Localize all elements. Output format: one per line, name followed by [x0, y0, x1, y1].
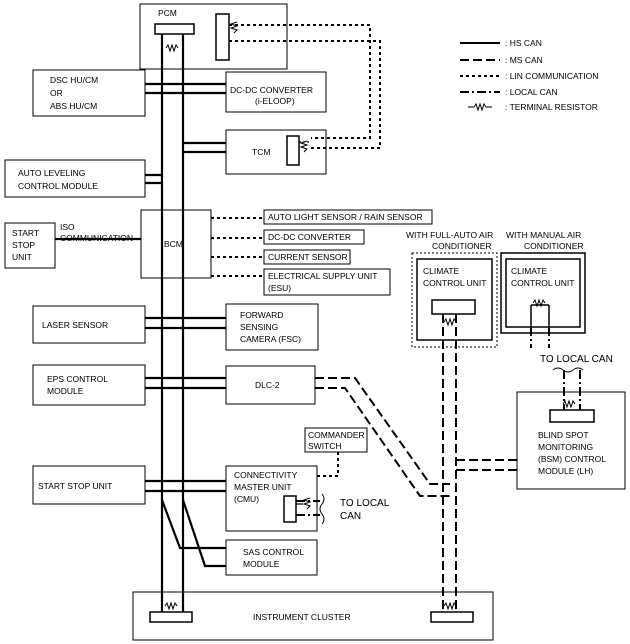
- instrument-cluster-label: INSTRUMENT CLUSTER: [253, 612, 351, 622]
- bsm-label-2: MONITORING: [538, 442, 593, 452]
- terminal-resistors: [164, 21, 576, 611]
- climate-manual-label-1: CLIMATE: [511, 266, 548, 276]
- auto-leveling-label-1: AUTO LEVELING: [18, 168, 85, 178]
- current-sensor-label: CURRENT SENSOR: [268, 252, 348, 262]
- bcm-box: [140, 209, 212, 279]
- to-local-can-bsm: TO LOCAL CAN: [540, 354, 613, 365]
- dcdc-ieloop-label-2: (i-ELOOP): [255, 96, 295, 106]
- tcm-label: TCM: [252, 147, 270, 157]
- start-stop-left-box: [4, 222, 56, 269]
- legend-ms-can: : MS CAN: [505, 55, 543, 65]
- bcm-label: BCM: [164, 239, 183, 249]
- legend-terminal-resistor: : TERMINAL RESISTOR: [505, 102, 598, 112]
- bsm-connector: [549, 409, 595, 423]
- iso-label-1: ISO: [60, 222, 75, 232]
- legend-resistor-icon: [468, 102, 492, 112]
- tcm-connector: [286, 135, 300, 166]
- hs-bus-taps: [55, 82, 226, 568]
- cmu-label-1: CONNECTIVITY: [234, 470, 298, 480]
- cluster-connector-right: [430, 611, 474, 623]
- to-local-can-cmu-2: CAN: [340, 511, 361, 522]
- legend: [460, 42, 500, 112]
- esu-label-1: ELECTRICAL SUPPLY UNIT: [268, 271, 377, 281]
- manual-outline: [500, 252, 586, 334]
- manual-header-2: CONDITIONER: [524, 241, 584, 251]
- commander-box: [304, 427, 368, 453]
- eps-label-2: MODULE: [47, 386, 84, 396]
- pcm-box: [139, 3, 288, 70]
- climate-full-connector: [431, 299, 476, 315]
- eps-label-1: EPS CONTROL: [47, 374, 108, 384]
- fsc-label-1: FORWARD: [240, 310, 283, 320]
- esu-box: [263, 268, 391, 296]
- start-stop-unit-label: START STOP UNIT: [38, 481, 112, 491]
- iso-label-2: COMMUNICATION: [60, 233, 133, 243]
- legend-local-can: : LOCAL CAN: [505, 87, 558, 97]
- climate-manual-box: [505, 258, 581, 328]
- commander-label-2: SWITCH: [308, 441, 342, 451]
- wavy-bsm: [552, 367, 584, 373]
- sas-box: [225, 539, 318, 576]
- auto-leveling-label-2: CONTROL MODULE: [18, 181, 98, 191]
- dcdc-label: DC-DC CONVERTER: [268, 232, 351, 242]
- labels: PCM DSC HU/CM OR ABS HU/CM DC-DC CONVERT…: [12, 8, 613, 622]
- dlc-box: [225, 365, 316, 405]
- legend-hs-can: : HS CAN: [505, 38, 542, 48]
- lin-lines: [211, 24, 381, 477]
- local-can-lines: [296, 327, 581, 516]
- fsc-label-2: SENSING: [240, 322, 278, 332]
- dcdc-box: [263, 229, 365, 245]
- start-stop-left-label-1: START: [12, 228, 39, 238]
- bsm-label-4: MODULE (LH): [538, 466, 593, 476]
- bsm-label-1: BLIND SPOT: [538, 430, 589, 440]
- wavy-cmu: [319, 493, 325, 525]
- laser-label: LASER SENSOR: [42, 320, 108, 330]
- dsc-label-2: OR: [50, 88, 63, 98]
- full-auto-header-1: WITH FULL-AUTO AIR: [406, 230, 493, 240]
- dcdc-ieloop-label-1: DC-DC CONVERTER: [230, 85, 313, 95]
- current-sensor-box: [263, 249, 351, 265]
- auto-leveling-box: [4, 159, 146, 198]
- dlc-label: DLC-2: [255, 380, 280, 390]
- cmu-label-3: (CMU): [234, 494, 259, 504]
- legend-lin: : LIN COMMUNICATION: [505, 71, 598, 81]
- full-auto-header-2: CONDITIONER: [432, 241, 492, 251]
- fsc-label-3: CAMERA (FSC): [240, 334, 301, 344]
- auto-light-label: AUTO LIGHT SENSOR / RAIN SENSOR: [268, 212, 423, 222]
- auto-light-box: [263, 209, 433, 225]
- tcm-box: [225, 129, 327, 175]
- bsm-box: [516, 391, 626, 490]
- cmu-box: [225, 465, 318, 532]
- pcm-connector-right: [215, 13, 230, 61]
- pcm-label: PCM: [158, 8, 177, 18]
- start-stop-left-label-2: STOP: [12, 240, 35, 250]
- cmu-label-2: MASTER UNIT: [234, 482, 292, 492]
- climate-full-label-1: CLIMATE: [423, 266, 460, 276]
- laser-sensor-box: [32, 305, 146, 344]
- bsm-label-3: (BSM) CONTROL: [538, 454, 606, 464]
- to-local-can-cmu-1: TO LOCAL: [340, 498, 390, 509]
- cmu-connector: [283, 495, 297, 523]
- climate-manual-label-2: CONTROL UNIT: [511, 278, 574, 288]
- pcm-connector-bottom: [154, 23, 195, 35]
- eps-box: [32, 364, 146, 406]
- climate-full-box: [416, 258, 493, 341]
- full-auto-outline: [411, 252, 498, 348]
- start-stop-unit-box: [32, 465, 146, 505]
- instrument-cluster-box: [132, 591, 494, 641]
- cluster-connector-left: [149, 611, 193, 623]
- ms-can-lines: [315, 314, 517, 612]
- commander-label-1: COMMANDER: [308, 430, 365, 440]
- sas-label-2: MODULE: [243, 559, 280, 569]
- start-stop-left-label-3: UNIT: [12, 252, 32, 262]
- esu-label-2: (ESU): [268, 283, 291, 293]
- sas-label-1: SAS CONTROL: [243, 547, 304, 557]
- dsc-label-1: DSC HU/CM: [50, 75, 98, 85]
- dsc-label-3: ABS HU/CM: [50, 101, 97, 111]
- manual-header-1: WITH MANUAL AIR: [506, 230, 581, 240]
- climate-full-label-2: CONTROL UNIT: [423, 278, 486, 288]
